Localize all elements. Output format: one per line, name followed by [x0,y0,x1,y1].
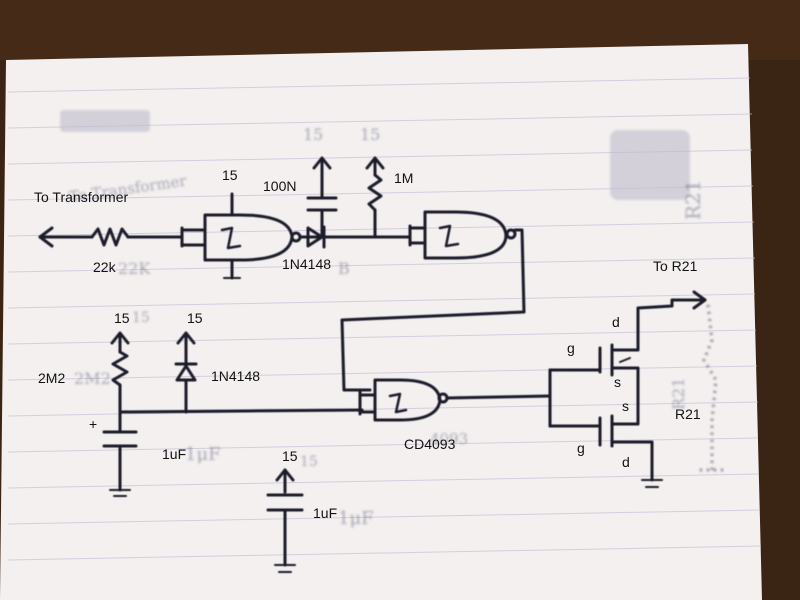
label-100n: 100N [263,178,297,194]
label-1uf-bottom: 1uF [313,505,338,521]
label-source-top: s [614,374,621,390]
label-gate-top: g [567,340,575,356]
label-15-diode: 15 [187,310,203,326]
label-15-gate1: 15 [222,167,238,183]
label-22k: 22k [93,259,116,275]
handwritten-r21-side: R21 [669,378,688,410]
label-gate-bottom: g [577,440,585,456]
handwritten-15-3: 15 [132,310,150,326]
label-15-bottom: 15 [282,448,298,464]
label-2m2: 2M2 [38,370,66,386]
handwritten-1n4148: B [338,259,350,278]
handwritten-15-4: 15 [300,454,318,470]
handwritten-1uf-b: 1μF [338,508,374,529]
label-1uf-left: 1uF [162,446,187,462]
label-r21: R21 [675,406,701,422]
handwritten-15-2: 15 [360,125,380,144]
label-to-transformer: To Transformer [34,189,129,205]
r21-dotted [700,304,724,472]
handwritten-2m2: 2M2 [74,369,111,388]
handwritten-22k: 22K [118,259,151,278]
label-source-bottom: s [622,398,629,414]
handwritten-r21-top: R21 [681,179,705,220]
label-1n4148-top: 1N4148 [282,256,332,272]
handwritten-4093: 4093 [430,430,468,448]
label-cd4093: CD4093 [404,436,456,452]
print-through-marks [60,110,690,200]
label-to-r21: To R21 [653,258,698,274]
label-1n4148-vertical: 1N4148 [211,368,261,384]
paper-sheet [0,44,762,600]
handwritten-15-1: 15 [303,125,323,144]
schematic-drawing [38,156,707,573]
label-plus: + [89,416,98,432]
label-drain-top: d [612,314,620,330]
label-1m: 1M [394,170,414,186]
label-drain-bottom: d [622,454,630,470]
label-15-r2m2: 15 [114,310,130,326]
handwritten-1uf-a: 1μF [185,444,221,465]
